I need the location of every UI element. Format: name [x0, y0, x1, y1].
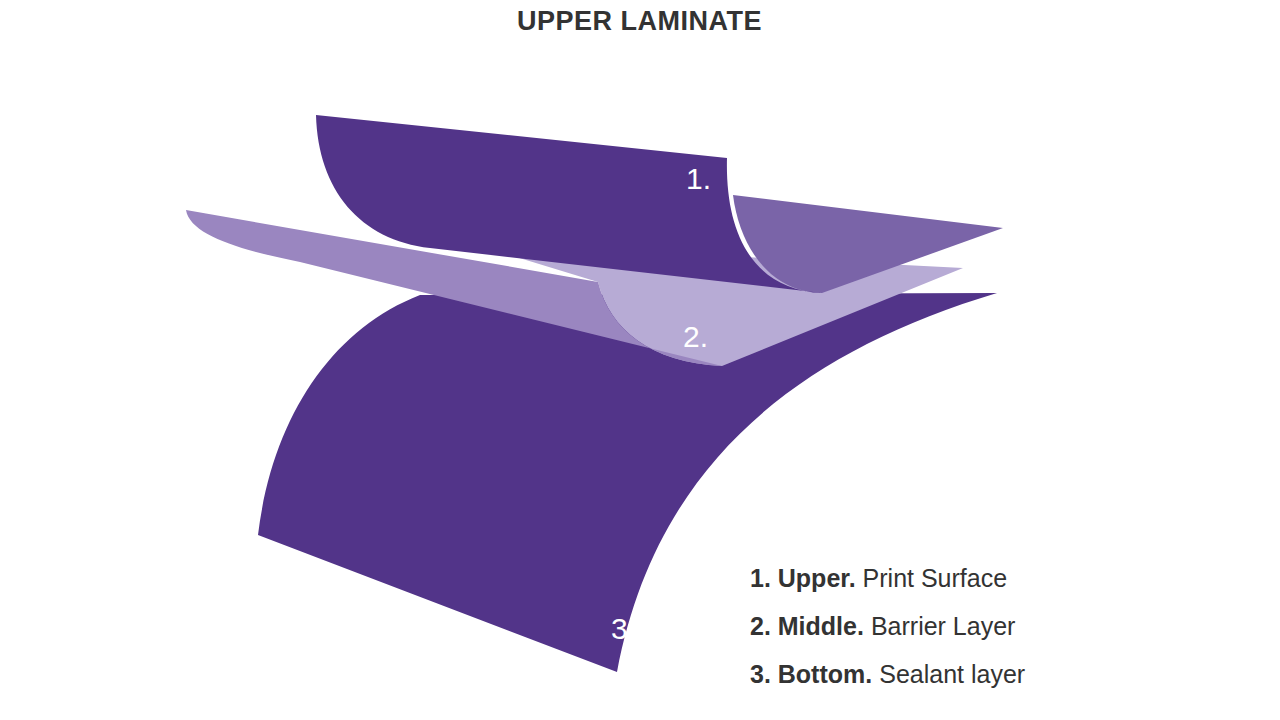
layer-name: 2. Middle. [750, 612, 864, 640]
key-line: 2. Middle.Barrier Layer [750, 612, 1015, 641]
layer-description: Print Surface [863, 564, 1008, 592]
layer-description: Barrier Layer [871, 612, 1016, 640]
layer-name: 3. Bottom. [750, 660, 872, 688]
layer-name: 1. Upper. [750, 564, 856, 592]
callout-number: 2. [683, 320, 708, 354]
diagram-title: UPPER LAMINATE [517, 6, 762, 37]
key-line: 3. Bottom.Sealant layer [750, 660, 1025, 689]
upper-sheet-near [316, 115, 822, 293]
upper-sheet-far [733, 195, 1003, 293]
key-line: 1. Upper.Print Surface [750, 564, 1007, 593]
layer-description: Sealant layer [879, 660, 1025, 688]
callout-number: 1. [686, 162, 711, 196]
callout-number: 3. [611, 612, 636, 646]
